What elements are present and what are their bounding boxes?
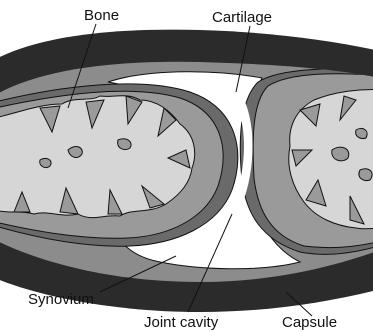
- bone-label: Bone: [84, 7, 119, 24]
- capsule-label: Capsule: [282, 314, 337, 331]
- synovium-label: Synovium: [28, 291, 94, 308]
- cartilage-label: Cartilage: [212, 9, 272, 26]
- joint-cavity-label: Joint cavity: [144, 314, 219, 331]
